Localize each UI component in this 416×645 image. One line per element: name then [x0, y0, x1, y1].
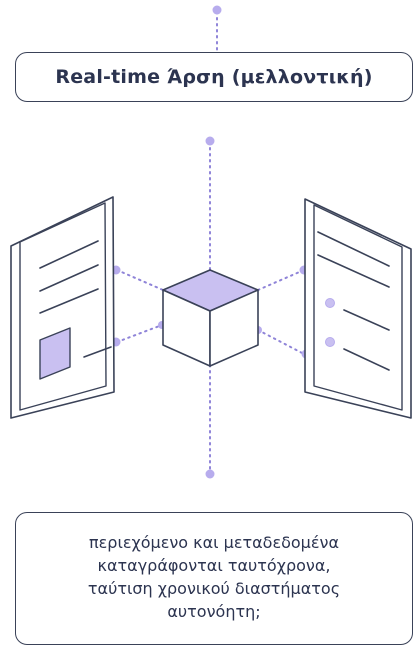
top-connector-dot [212, 5, 222, 15]
left-lower-connector [116, 324, 163, 343]
image-placeholder-icon [39, 327, 71, 380]
title-box: Real-time Άρση (μελλοντική) [15, 52, 413, 102]
vertical-connector-top-dot [205, 136, 215, 146]
caption-line: ταύτιση χρονικού διαστήματος [87, 578, 341, 598]
caption-line: περιεχόμενο και μεταδεδομένα [89, 532, 339, 552]
caption-line: αυτονόητη; [167, 601, 261, 621]
document-with-bullets-icon [304, 198, 412, 419]
right-upper-connector [257, 269, 305, 291]
caption-line: καταγράφονται ταυτόχρονα, [97, 555, 331, 575]
vertical-connector-bottom-dot [205, 469, 215, 479]
document-with-image-icon [10, 196, 115, 419]
left-upper-connector [116, 269, 164, 291]
page-title: Real-time Άρση (μελλοντική) [55, 66, 373, 88]
caption-box: περιεχόμενο και μεταδεδομένα καταγράφοντ… [15, 512, 413, 645]
right-lower-connector [257, 329, 305, 355]
cube-icon [162, 269, 259, 367]
